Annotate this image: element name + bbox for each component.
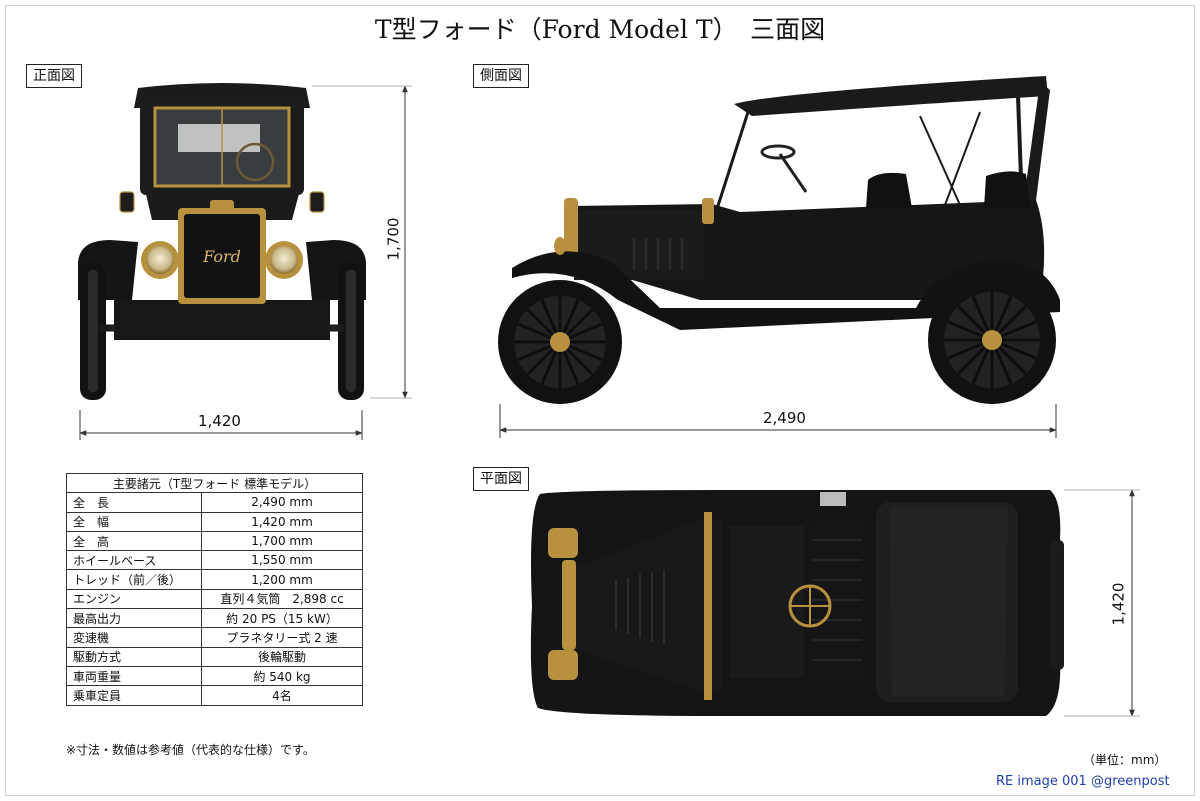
spec-value: プラネタリー式 2 速 — [201, 627, 363, 648]
side-length-value: 2,490 — [763, 409, 806, 427]
top-width-dimension — [1064, 489, 1140, 717]
spec-value: 1,550 mm — [201, 550, 363, 571]
sheet-border — [5, 5, 1195, 796]
side-front-wheel — [498, 280, 622, 404]
spec-key: 全 幅 — [66, 511, 202, 532]
front-height-dimension — [312, 85, 412, 399]
table-row: 最高出力約 20 PS（15 kW） — [66, 608, 363, 629]
spec-value: 約 540 kg — [201, 665, 363, 687]
spec-key: 最高出力 — [66, 608, 202, 629]
table-row: 変速機プラネタリー式 2 速 — [66, 627, 363, 648]
footnote: ※寸法・数値は参考値（代表的な仕様）です。 — [66, 743, 315, 757]
top-view-car — [530, 490, 1064, 716]
unit-label: （単位：mm） — [1083, 753, 1167, 767]
top-width-value: 1,420 — [1109, 582, 1128, 626]
front-height-value: 1,700 — [384, 217, 403, 261]
spec-key: 乗車定員 — [66, 685, 202, 706]
side-rear-wheel — [928, 276, 1056, 404]
side-length-dimension — [499, 404, 1057, 438]
spec-key: エンジン — [66, 588, 202, 610]
spec-value: 後輪駆動 — [201, 646, 363, 667]
spec-key: 全 長 — [66, 492, 202, 513]
image-credit: RE image 001 @greenpost — [996, 774, 1170, 789]
table-row: 車両重量約 540 kg — [66, 665, 363, 687]
spec-value: 2,490 mm — [201, 492, 363, 513]
spec-key: 全 高 — [66, 530, 202, 552]
top-view-label: 平面図 — [473, 467, 529, 491]
side-view-label: 側面図 — [473, 64, 529, 88]
front-view-car: Ford — [78, 83, 366, 400]
spec-key: 車両重量 — [66, 665, 202, 687]
table-row: エンジン直列４気筒 2,898 cc — [66, 588, 363, 610]
spec-key: ホイールベース — [66, 550, 202, 571]
spec-value: 直列４気筒 2,898 cc — [201, 588, 363, 610]
page-title: T型フォード（Ford Model T） 三面図 — [374, 15, 826, 44]
spec-table-header: 主要諸元（T型フォード 標準モデル） — [66, 472, 363, 494]
spec-key: 駆動方式 — [66, 646, 202, 667]
spec-value: 1,200 mm — [201, 569, 363, 590]
spec-value: 4名 — [201, 685, 363, 706]
spec-value: 1,700 mm — [201, 530, 363, 552]
spec-value: 1,420 mm — [201, 511, 363, 532]
table-row: トレッド（前／後）1,200 mm — [66, 569, 363, 590]
spec-value: 約 20 PS（15 kW） — [201, 608, 363, 629]
front-width-value: 1,420 — [198, 412, 241, 430]
spec-key: 変速機 — [66, 627, 202, 648]
side-view-car — [498, 76, 1060, 404]
front-view-label: 正面図 — [26, 64, 82, 88]
ford-badge: Ford — [202, 247, 241, 266]
front-width-dimension — [79, 410, 363, 440]
spec-key: トレッド（前／後） — [66, 569, 202, 590]
table-row: 駆動方式後輪駆動 — [66, 646, 363, 667]
